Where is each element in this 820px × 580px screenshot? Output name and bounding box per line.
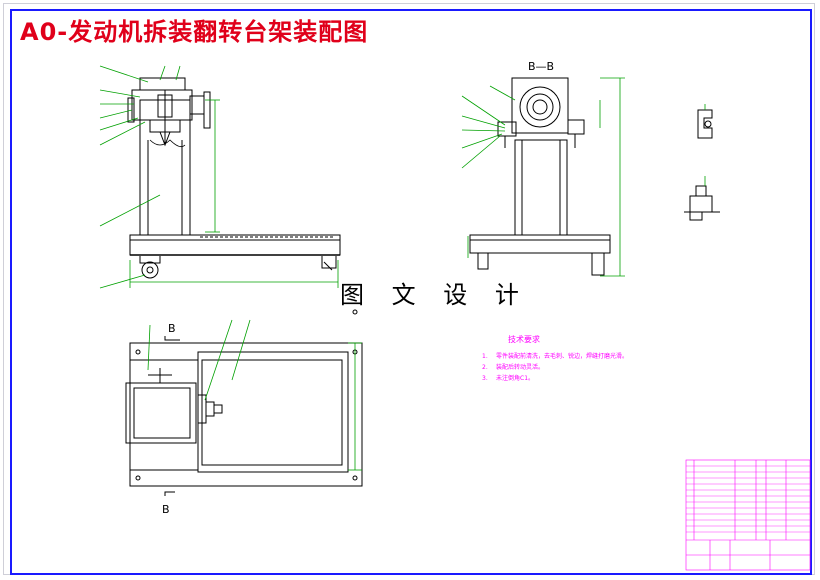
title-block [685,459,811,571]
section-cut-marks [164,336,180,496]
section-base [469,234,611,254]
mounting-plate [197,351,349,473]
drawing-title: A0-发动机拆装翻转台架装配图 [20,18,369,46]
section-view [469,77,611,276]
motor-body [125,382,197,444]
tech-req-heading: 技术要求 [508,334,540,344]
tech-req-item-3: 未注倒角C1。 [496,374,534,382]
front-view [127,77,341,279]
detail-view-2 [689,195,713,221]
parts-list-rows [686,465,810,533]
bearing-housing [519,86,561,128]
section-column [514,139,568,236]
section-mark-bottom: B [162,503,170,516]
detail-view-1 [697,109,713,139]
detail-views [684,109,720,221]
parts-list-table [685,459,811,571]
section-title: B—B [528,60,554,73]
tech-req-item-1: 零件装配前清洗，去毛刺、锐边，焊缝打磨光滑。 [496,352,628,360]
tech-req-num-3: 3. [482,375,488,382]
technical-requirements: 技术要求 1. 零件装配前清洗，去毛刺、锐边，焊缝打磨光滑。 2. 装配后转动灵… [482,334,628,382]
drawing-frame [10,9,812,575]
tech-req-num-1: 1. [482,353,488,360]
top-view-annotations [147,319,362,471]
front-view-annotations [99,65,339,289]
base-beam [129,234,341,256]
tech-req-item-2: 装配后转动灵活。 [496,363,544,371]
section-annotations [461,77,625,277]
front-castor-wheel [141,261,159,279]
top-view-base-plate [129,342,363,487]
tech-req-num-2: 2. [482,364,488,371]
section-mark-top: B [168,322,176,335]
watermark-text: 图 文 设 计 [340,281,529,309]
top-view [125,309,363,487]
